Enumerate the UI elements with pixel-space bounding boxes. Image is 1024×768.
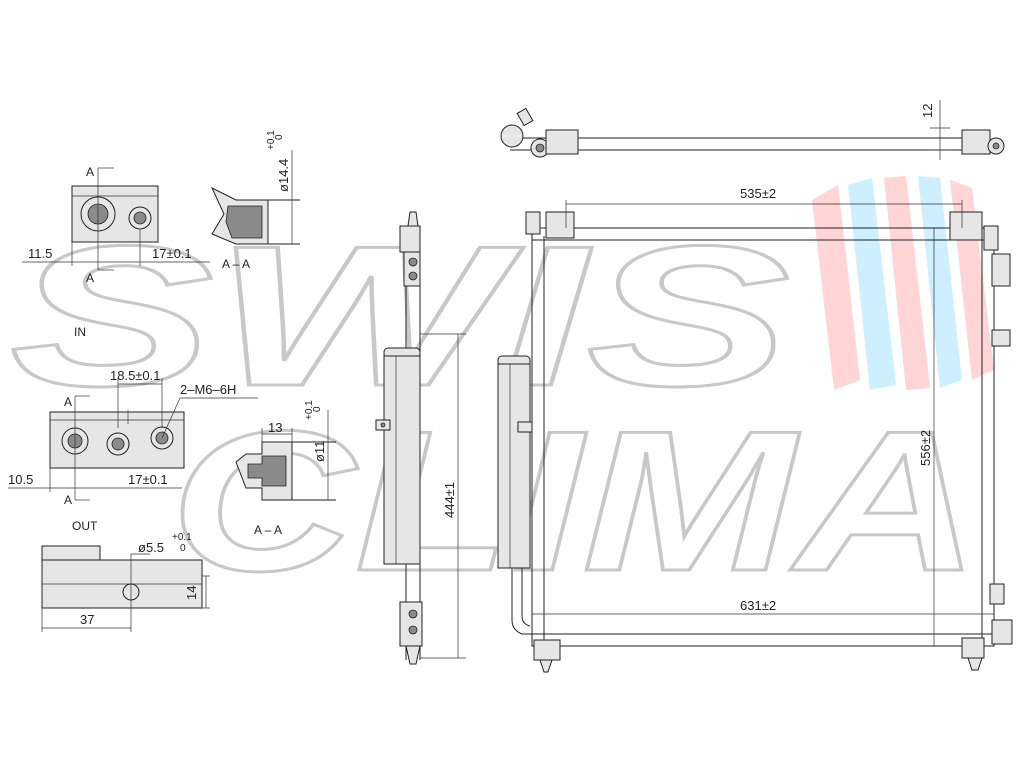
in-section-view xyxy=(210,150,300,245)
in-label: IN xyxy=(74,325,86,339)
out-thread-callout: 2–M6–6H xyxy=(180,382,236,397)
out-dim-top: 18.5±0.1 xyxy=(110,368,161,383)
out-section-width: 13 xyxy=(268,420,282,435)
in-bore-tol-upper: +0.1 xyxy=(266,130,277,150)
out-bore-dim: ø11 xyxy=(312,441,327,462)
bracket-view xyxy=(41,545,210,632)
bracket-hole-dim: ø5.5 xyxy=(138,540,164,555)
out-section-view xyxy=(235,410,336,501)
top-dim: 12 xyxy=(920,104,935,118)
main-upper-width-dim: 535±2 xyxy=(740,186,776,201)
side-view xyxy=(375,211,466,665)
bracket-hole-tol-lower: 0 xyxy=(180,543,186,554)
bracket-dim-width: 37 xyxy=(80,612,94,627)
in-dim-left: 11.5 xyxy=(28,246,52,261)
in-section-top-letter: A xyxy=(86,165,94,179)
watermark-text-clima: CLIMA xyxy=(170,390,980,613)
in-bore-dim: ø14.4 xyxy=(276,159,291,192)
bracket-dim-height: 14 xyxy=(184,586,199,600)
main-lower-width-dim: 631±2 xyxy=(740,598,776,613)
in-section-bottom-letter: A xyxy=(86,271,94,285)
out-block-view xyxy=(8,378,258,501)
top-view xyxy=(500,100,1005,160)
out-section-bottom-letter: A xyxy=(64,493,72,507)
out-label: OUT xyxy=(72,519,98,533)
out-bore-tol-upper: +0.1 xyxy=(304,400,315,420)
in-dim-spacing: 17±0.1 xyxy=(152,246,192,261)
main-view xyxy=(497,200,1013,673)
in-block-view xyxy=(22,167,210,271)
out-section-top-letter: A xyxy=(64,395,72,409)
out-dim-left: 10.5 xyxy=(8,472,33,487)
out-section-label: A – A xyxy=(254,523,282,537)
main-height-dim: 556±2 xyxy=(918,430,933,466)
side-height-dim: 444±1 xyxy=(442,482,457,518)
in-section-label: A – A xyxy=(222,257,250,271)
watermark-stripes xyxy=(812,176,994,390)
out-bore-tol-lower: 0 xyxy=(312,406,323,412)
bracket-hole-tol-upper: +0.1 xyxy=(172,532,192,543)
in-bore-tol-lower: 0 xyxy=(274,134,285,140)
out-dim-spacing: 17±0.1 xyxy=(128,472,168,487)
